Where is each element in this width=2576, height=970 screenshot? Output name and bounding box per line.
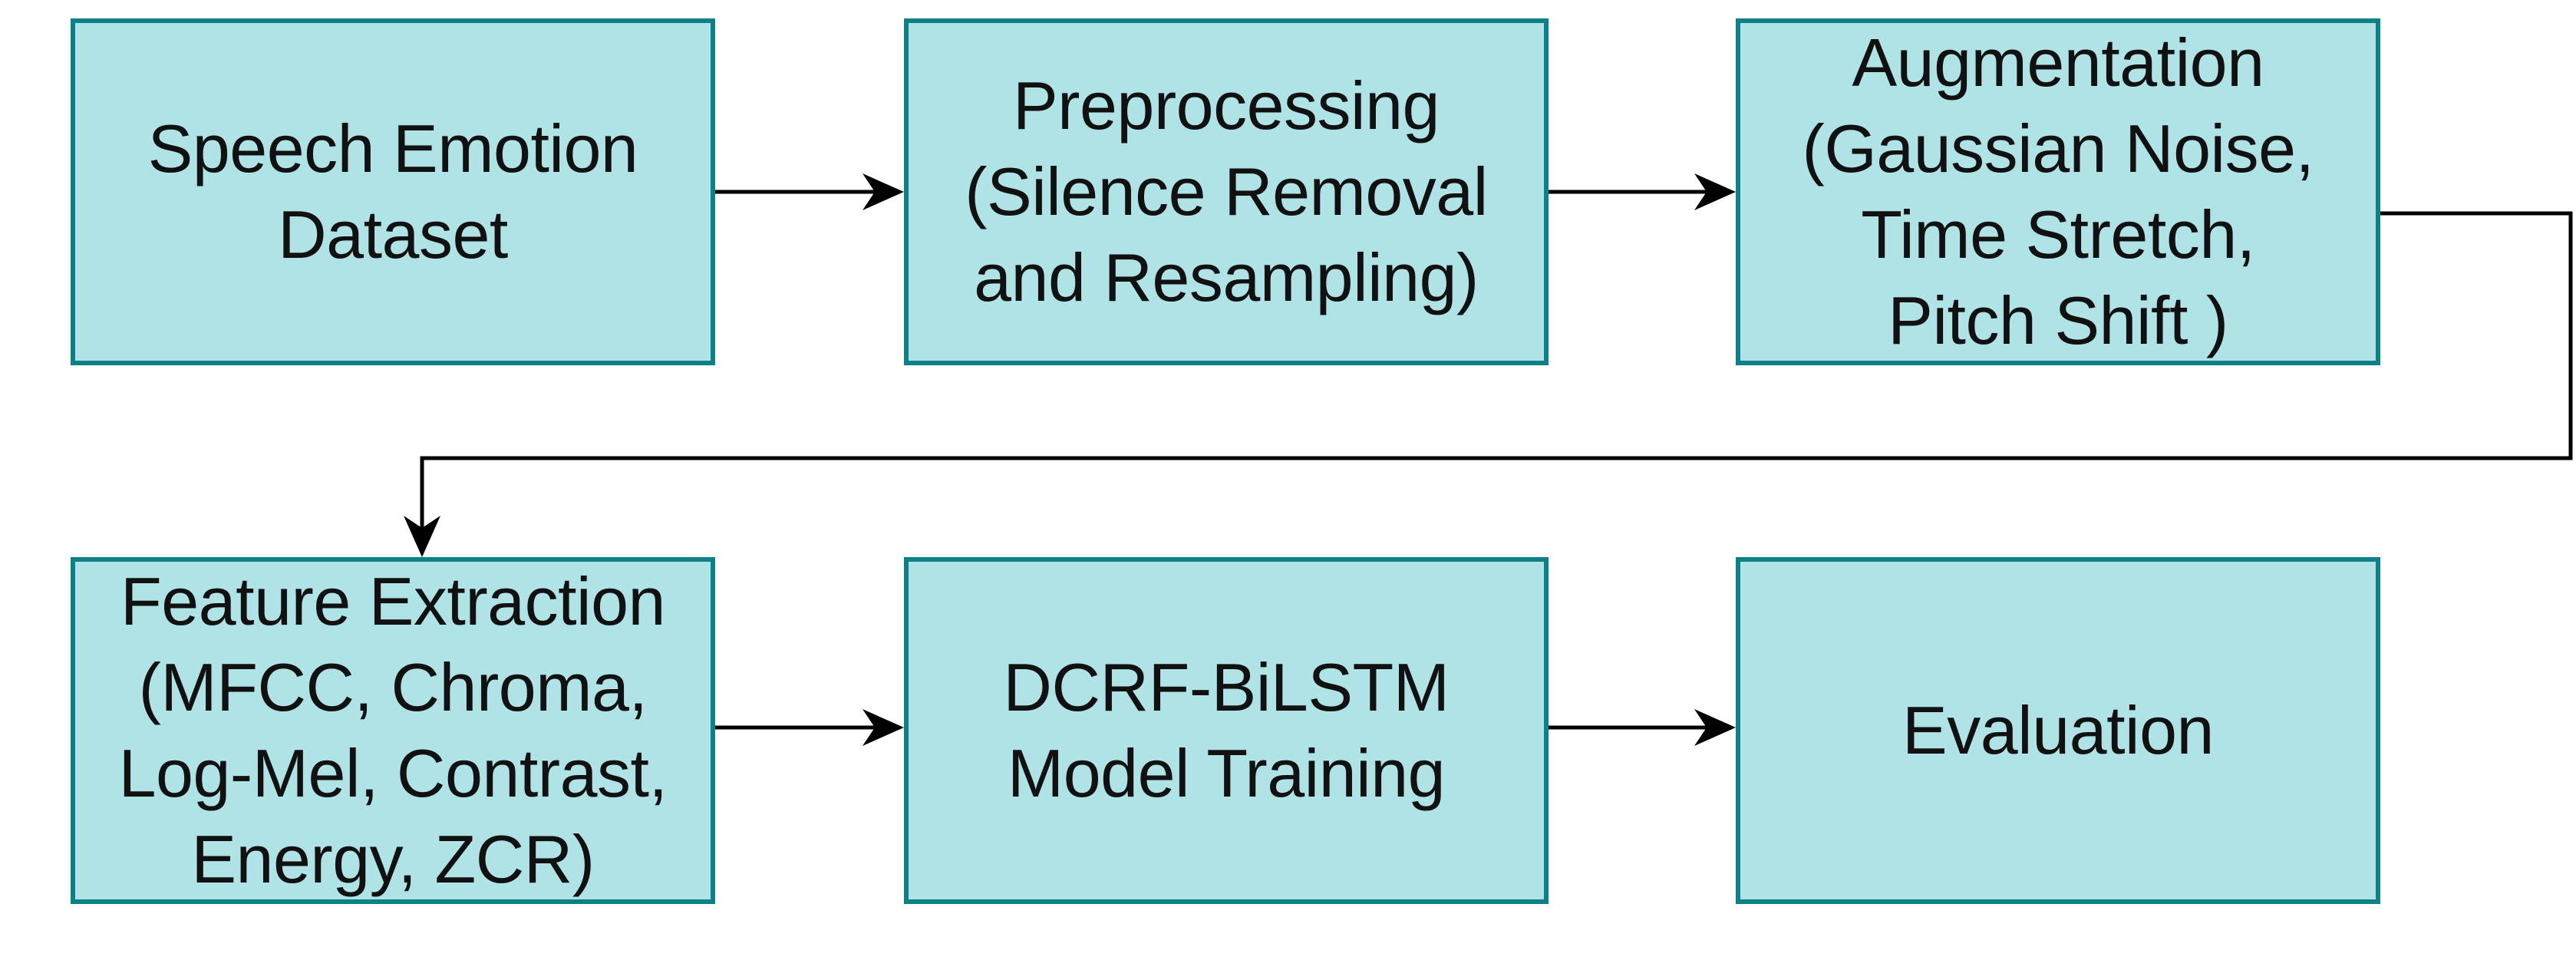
node-augmentation: Augmentation (Gaussian Noise, Time Stret… bbox=[1736, 18, 2380, 365]
node-label-line: DCRF-BiLSTM bbox=[1003, 649, 1450, 725]
node-label-line: and Resampling) bbox=[974, 239, 1479, 315]
node-label-line: Feature Extraction bbox=[120, 563, 665, 639]
node-label-line: Pitch Shift ) bbox=[1888, 282, 2228, 358]
node-label-line: Time Stretch, bbox=[1861, 196, 2255, 272]
arrow-preprocessing-to-augmentation bbox=[1549, 173, 1736, 210]
node-label-line: Augmentation bbox=[1852, 25, 2264, 101]
node-label-line: Energy, ZCR) bbox=[191, 821, 595, 897]
node-label-line: Speech Emotion bbox=[147, 111, 638, 186]
node-label-line: Dataset bbox=[278, 196, 508, 272]
node-label-line: Log-Mel, Contrast, bbox=[118, 735, 668, 811]
node-model-training: DCRF-BiLSTM Model Training bbox=[904, 557, 1549, 904]
node-feature-extraction: Feature Extraction (MFCC, Chroma, Log-Me… bbox=[71, 557, 715, 904]
node-label-line: (Silence Removal bbox=[965, 153, 1488, 229]
node-label-line: Model Training bbox=[1007, 735, 1446, 811]
arrow-model-training-to-evaluation bbox=[1549, 709, 1736, 746]
node-evaluation: Evaluation bbox=[1736, 557, 2380, 904]
arrow-augmentation-to-feature-extraction bbox=[404, 211, 2573, 557]
node-speech-emotion-dataset: Speech Emotion Dataset bbox=[71, 18, 715, 365]
node-preprocessing: Preprocessing (Silence Removal and Resam… bbox=[904, 18, 1549, 365]
node-label-line: (MFCC, Chroma, bbox=[138, 649, 648, 725]
node-label-line: Evaluation bbox=[1902, 692, 2214, 768]
node-label-line: (Gaussian Noise, bbox=[1802, 111, 2314, 186]
arrow-feature-extraction-to-model-training bbox=[715, 709, 904, 746]
node-label-line: Preprocessing bbox=[1012, 68, 1440, 144]
arrow-dataset-to-preprocessing bbox=[715, 173, 904, 210]
